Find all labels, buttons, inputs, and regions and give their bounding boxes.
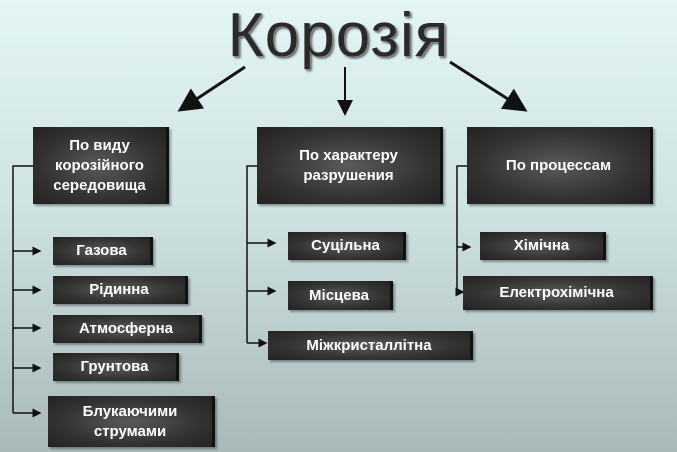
arrow-to-category-3 [449,60,528,112]
item-chemical: Хімічна [480,232,606,260]
category-destruction: По характеру разрушения [257,127,443,204]
item-uniform: Суцільна [288,232,406,260]
item-intercrystalline: Міжкристаллітна [268,331,473,360]
item-liquid: Рідинна [53,276,188,304]
item-stray-currents: Блукаючими струмами [48,396,215,447]
category-process: По процессам [467,127,653,204]
diagram-title: Корозія [227,1,450,70]
item-soil: Грунтова [53,353,179,381]
category-environment: По виду корозійного середовища [33,127,169,204]
arrow-to-category-1 [177,65,246,112]
item-local: Місцева [288,281,393,310]
item-atmospheric: Атмосферна [53,315,202,343]
item-gas: Газова [53,237,153,265]
item-electrochemical: Електрохімічна [463,276,653,310]
